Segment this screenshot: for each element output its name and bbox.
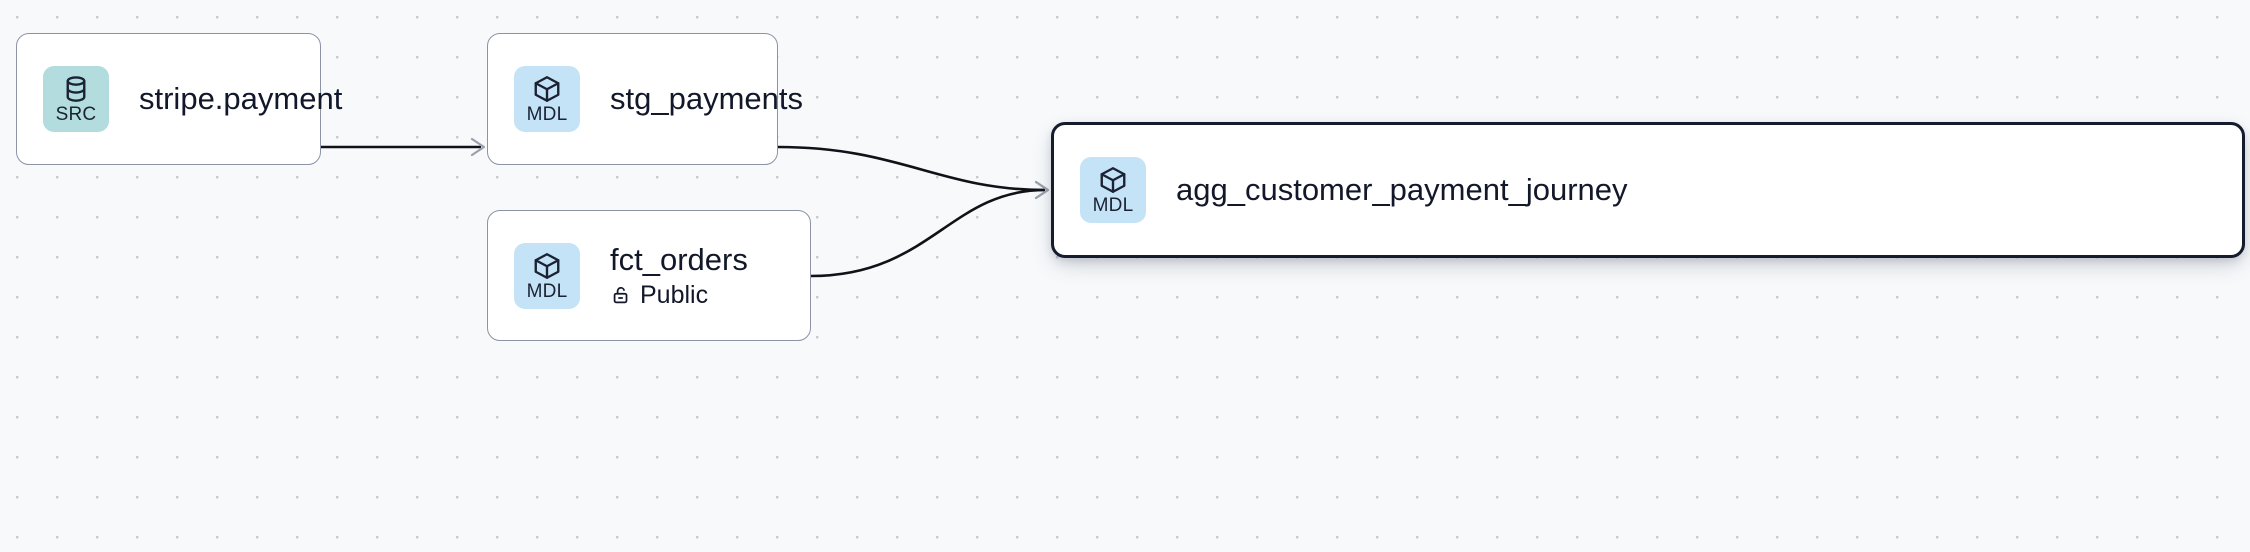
database-icon — [61, 74, 91, 104]
node-stripe-payment[interactable]: SRC stripe.payment — [16, 33, 342, 165]
edge-stg-payments-to-agg-customer-payment-journey — [777, 145, 1050, 200]
node-body: stripe.payment — [139, 81, 343, 117]
node-title: agg_customer_payment_journey — [1176, 172, 1628, 208]
cube-icon — [532, 251, 562, 281]
unlock-icon — [610, 284, 632, 306]
node-body: fct_orders Public — [610, 243, 748, 308]
node-visibility-label: Public — [640, 280, 709, 309]
node-badge-label: MDL — [526, 104, 568, 125]
node-badge-label: SRC — [55, 104, 97, 125]
node-title: stripe.payment — [139, 81, 343, 117]
node-title: stg_payments — [610, 81, 803, 117]
node-badge-mdl: MDL — [1080, 157, 1146, 223]
edge-stripe-payment-to-stg-payments — [321, 137, 486, 157]
node-fct-orders[interactable]: MDL fct_orders Public — [487, 210, 811, 341]
node-stg-payments[interactable]: MDL stg_payments — [487, 33, 803, 165]
node-badge-label: MDL — [526, 280, 568, 302]
edge-fct-orders-to-agg-customer-payment-journey — [810, 180, 1050, 278]
node-agg-customer-payment-journey[interactable]: MDL agg_customer_payment_journey — [1051, 122, 2245, 258]
cube-icon — [532, 74, 562, 104]
node-badge-src: SRC — [43, 66, 109, 132]
node-visibility: Public — [610, 280, 748, 309]
node-badge-mdl: MDL — [514, 242, 580, 309]
node-badge-label: MDL — [1092, 195, 1134, 216]
node-title: fct_orders — [610, 242, 748, 278]
node-body: stg_payments — [610, 81, 803, 117]
node-badge-mdl: MDL — [514, 66, 580, 132]
cube-icon — [1098, 165, 1128, 195]
node-body: agg_customer_payment_journey — [1176, 172, 1628, 208]
